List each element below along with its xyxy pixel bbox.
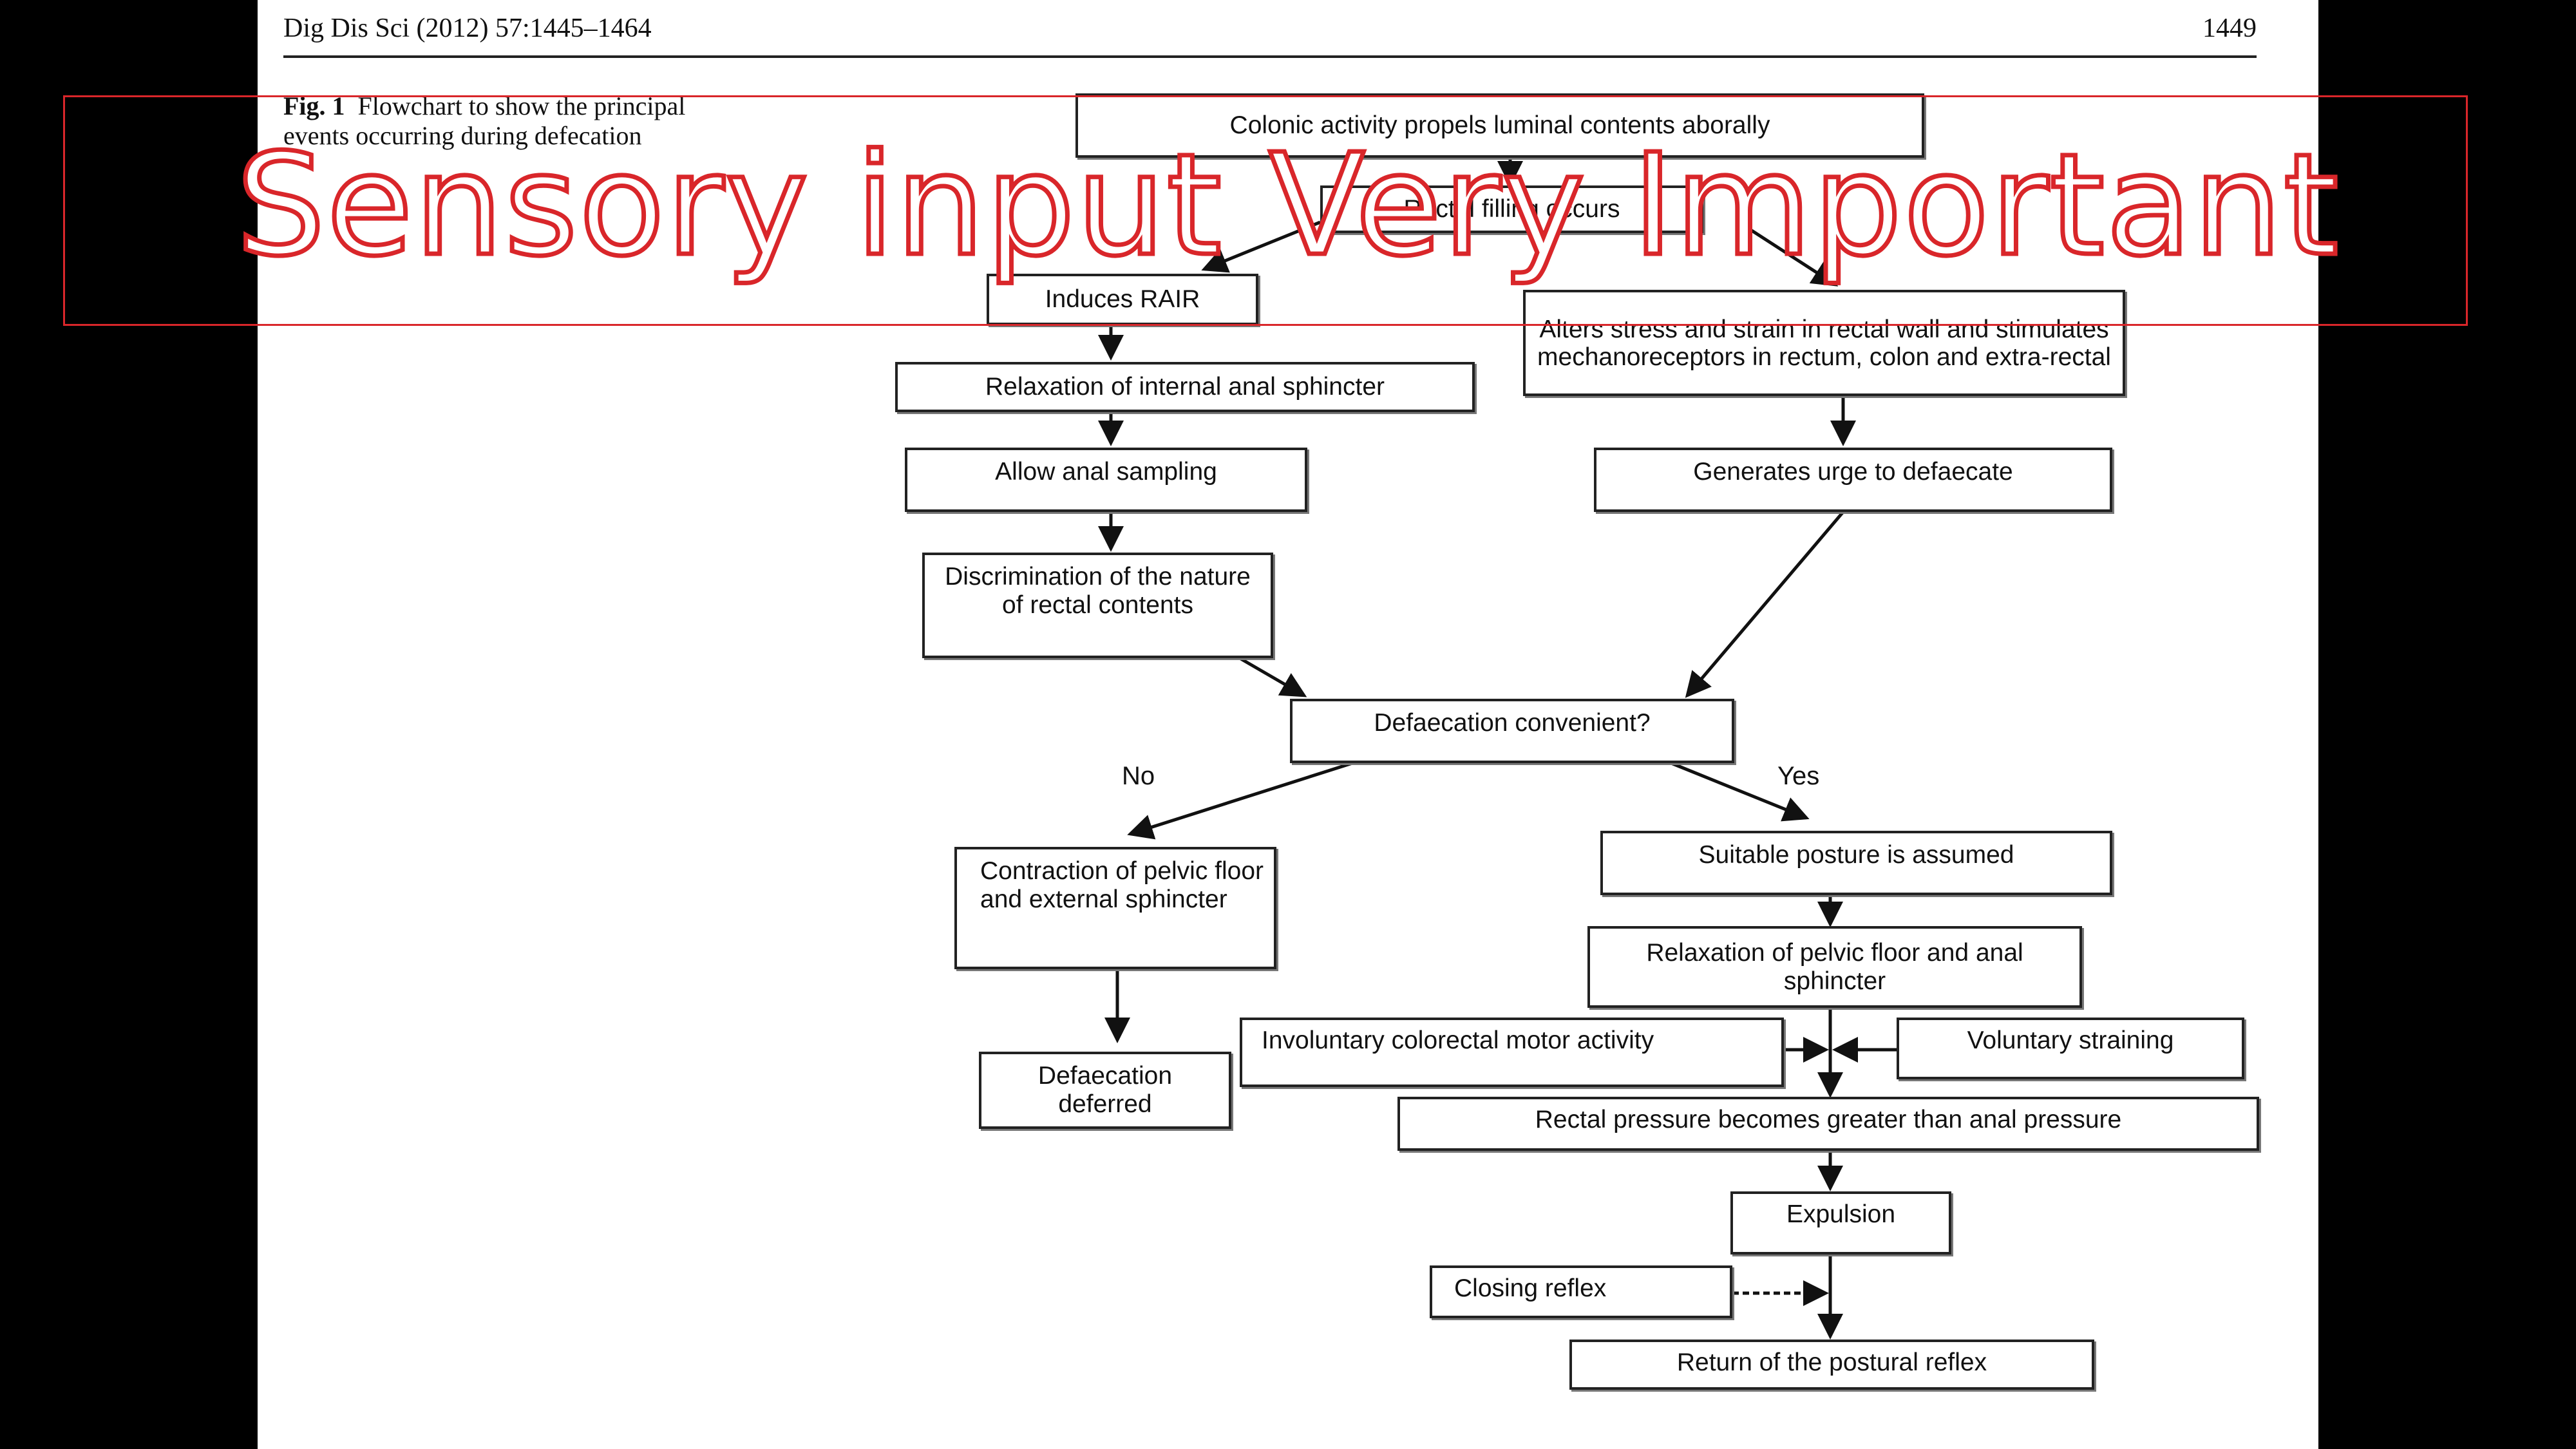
box-rectal-filling: Rectal filling occurs [1320,185,1703,233]
overlay-highlight-frame [63,95,2468,326]
arrow-filling-to-stress [1738,220,1839,287]
arrow-urge-to-convenient [1685,511,1844,698]
box-colonic-activity: Colonic activity propels luminal content… [1075,93,1924,158]
box-rectal-pressure: Rectal pressure becomes greater than ana… [1397,1097,2259,1151]
page-number: 1449 [2202,14,2257,43]
box-expulsion: Expulsion [1730,1191,1951,1255]
box-induces-rair: Induces RAIR [987,274,1258,325]
box-relaxation-internal-anal-sphincter: Relaxation of internal anal sphincter [895,362,1475,412]
box-voluntary-straining: Voluntary straining [1897,1018,2244,1079]
arrow-discrimination-to-convenient [1238,656,1307,697]
arrow-convenient-no [1127,761,1353,840]
journal-header: Dig Dis Sci (2012) 57:1445–1464 [283,14,652,43]
box-generates-urge: Generates urge to defaecate [1594,448,2112,512]
box-postural-reflex: Return of the postural reflex [1569,1340,2094,1390]
label-no: No [1122,762,1155,790]
box-relaxation-pelvic-floor: Relaxation of pelvic floor and anal sphi… [1587,926,2082,1008]
box-defaecation-deferred: Defaecation deferred [979,1052,1231,1129]
header-rule [283,55,2257,58]
box-alters-stress: Alters stress and strain in rectal wall … [1523,290,2125,396]
label-yes: Yes [1777,762,1820,790]
box-involuntary-motor-activity: Involuntary colorectal motor activity [1240,1018,1784,1087]
overlay-title: Sensory input Very Important [234,122,2341,290]
arrow-convenient-yes [1671,761,1810,822]
box-contraction: Contraction of pelvic floor and external… [954,847,1276,969]
box-discrimination: Discrimination of the nature of rectal c… [922,553,1273,658]
arrow-filling-to-rair [1201,220,1321,273]
box-closing-reflex: Closing reflex [1430,1265,1732,1318]
box-suitable-posture: Suitable posture is assumed [1600,831,2112,895]
box-allow-anal-sampling: Allow anal sampling [905,448,1307,512]
box-defaecation-convenient: Defaecation convenient? [1290,699,1734,763]
